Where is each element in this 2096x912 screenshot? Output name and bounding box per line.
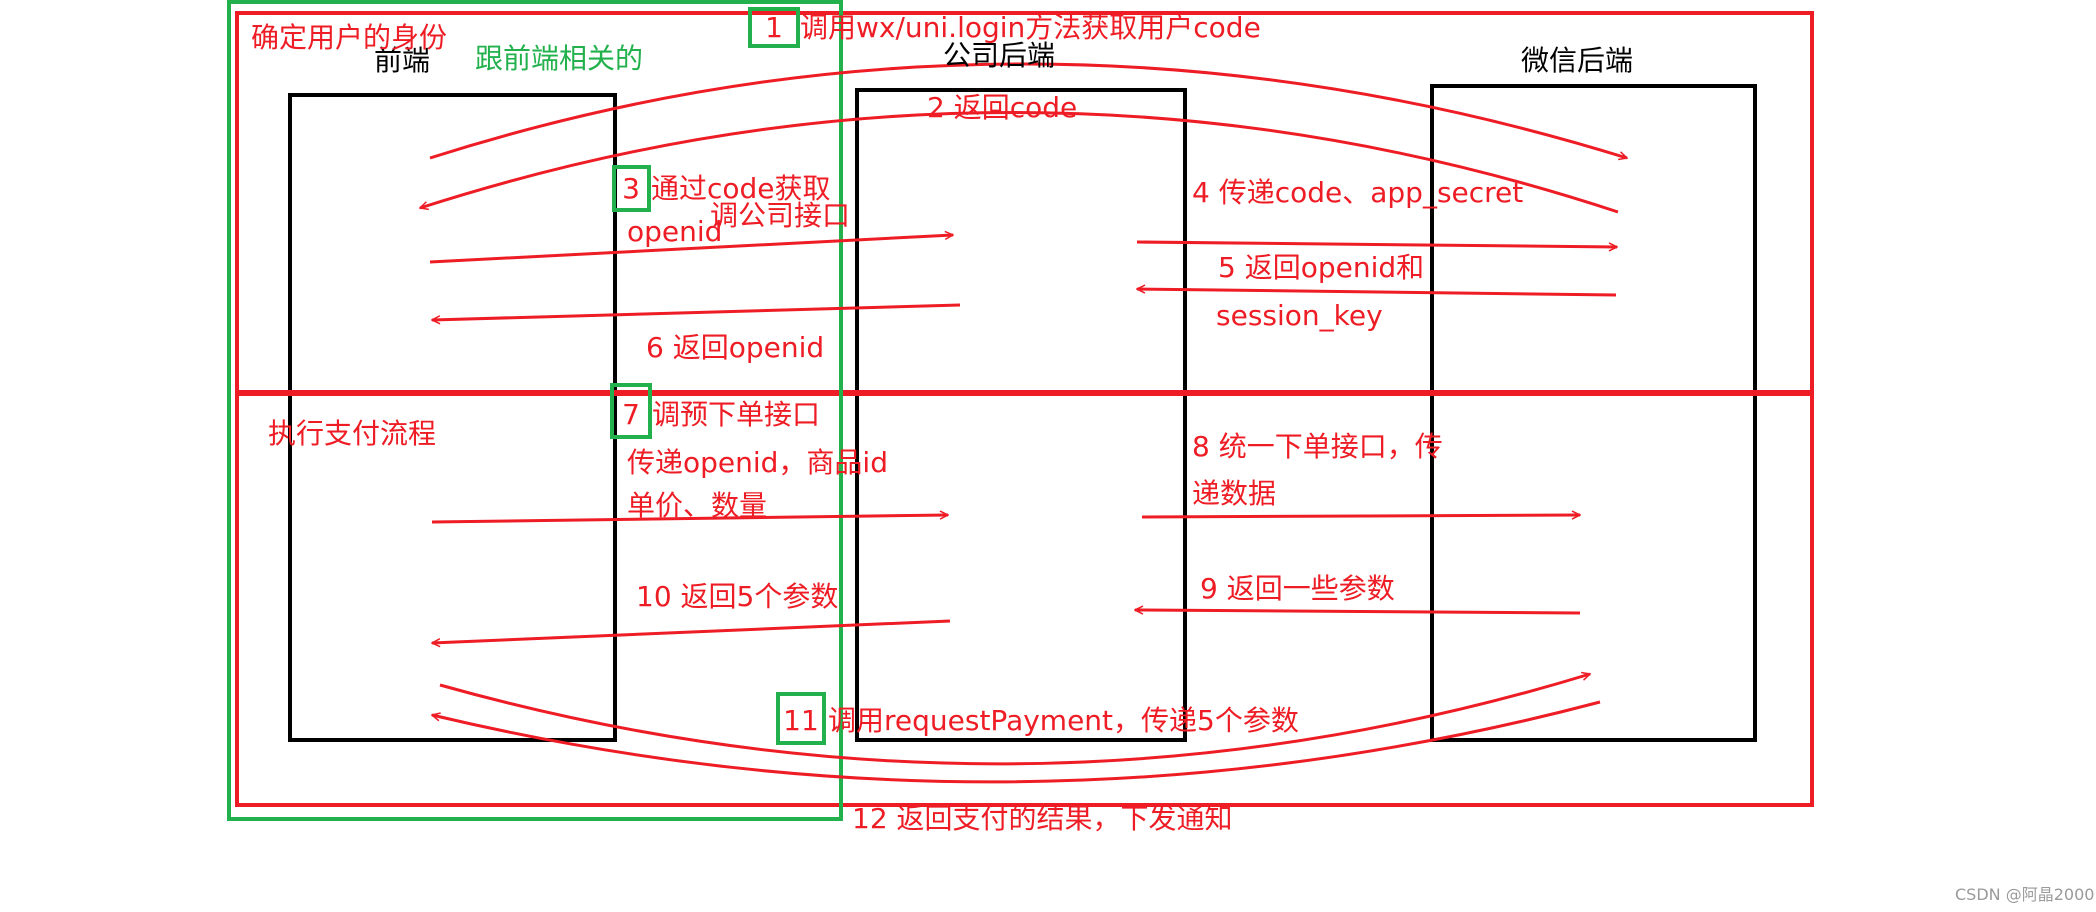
step-5-label: 5 返回openid和 — [1218, 251, 1424, 284]
wechat-backend-lane — [1430, 84, 1757, 742]
step-3-number: 3 — [622, 172, 640, 205]
step-12-label: 12 返回支付的结果，下发通知 — [852, 802, 1233, 835]
frontend-related-region — [227, 0, 843, 821]
arrow-step-2 — [420, 111, 1619, 214]
step-8-label-line2: 递数据 — [1192, 477, 1276, 510]
arrow-step-4 — [1136, 240, 1617, 247]
arrow-step-9 — [1135, 610, 1581, 613]
step-7-label: 调预下单接口 — [652, 398, 820, 431]
arrow-step-3 — [429, 235, 953, 264]
step-3-label: 通过code获取 — [651, 172, 831, 205]
step-10-label: 10 返回5个参数 — [636, 580, 838, 613]
step-3-label-line2: openid — [627, 215, 722, 248]
step-3-box — [612, 165, 651, 212]
step-9-label: 9 返回一些参数 — [1200, 572, 1395, 605]
arrow-step-7 — [431, 515, 948, 524]
step-7-label-line3: 单价、数量 — [627, 489, 767, 522]
company-backend-header: 公司后端 — [943, 39, 1055, 72]
arrow-step-11 — [439, 674, 1590, 766]
step-2-label: 2 返回code — [927, 91, 1077, 124]
payment-flow-label: 执行支付流程 — [268, 417, 436, 450]
arrow-step-1 — [429, 62, 1627, 158]
step-11-box — [776, 692, 826, 745]
step-3-label-line3: 调公司接口 — [710, 199, 850, 232]
watermark: CSDN @阿晶2000 — [1955, 885, 2094, 904]
step-11-label: 调用requestPayment，传递5个参数 — [828, 704, 1299, 737]
step-1-label: 调用wx/uni.login方法获取用户code — [800, 11, 1261, 44]
arrow-step-6 — [432, 303, 961, 320]
step-1-box — [748, 7, 800, 48]
step-8-label: 8 统一下单接口，传 — [1192, 430, 1443, 463]
step-7-number: 7 — [622, 398, 640, 431]
step-7-label-line2: 传递openid，商品id — [627, 446, 888, 479]
frontend-related-label: 跟前端相关的 — [475, 42, 643, 75]
company-backend-lane — [855, 88, 1187, 742]
arrow-step-8 — [1141, 515, 1580, 517]
frontend-header: 前端 — [374, 44, 430, 77]
step-4-label: 4 传递code、app_secret — [1192, 176, 1523, 209]
arrow-step-10 — [432, 619, 951, 643]
frontend-lane — [288, 93, 617, 742]
step-6-label: 6 返回openid — [646, 331, 824, 364]
step-5-label-line2: session_key — [1216, 299, 1383, 332]
step-1-number: 1 — [765, 11, 783, 44]
identify-user-label: 确定用户的身份 — [251, 21, 447, 54]
step-11-number: 11 — [783, 704, 819, 737]
step-7-box — [610, 383, 652, 439]
arrow-step-5 — [1137, 289, 1617, 297]
arrow-step-12 — [432, 700, 1601, 784]
wechat-backend-header: 微信后端 — [1521, 44, 1633, 77]
payment-flow-region — [235, 391, 1814, 807]
